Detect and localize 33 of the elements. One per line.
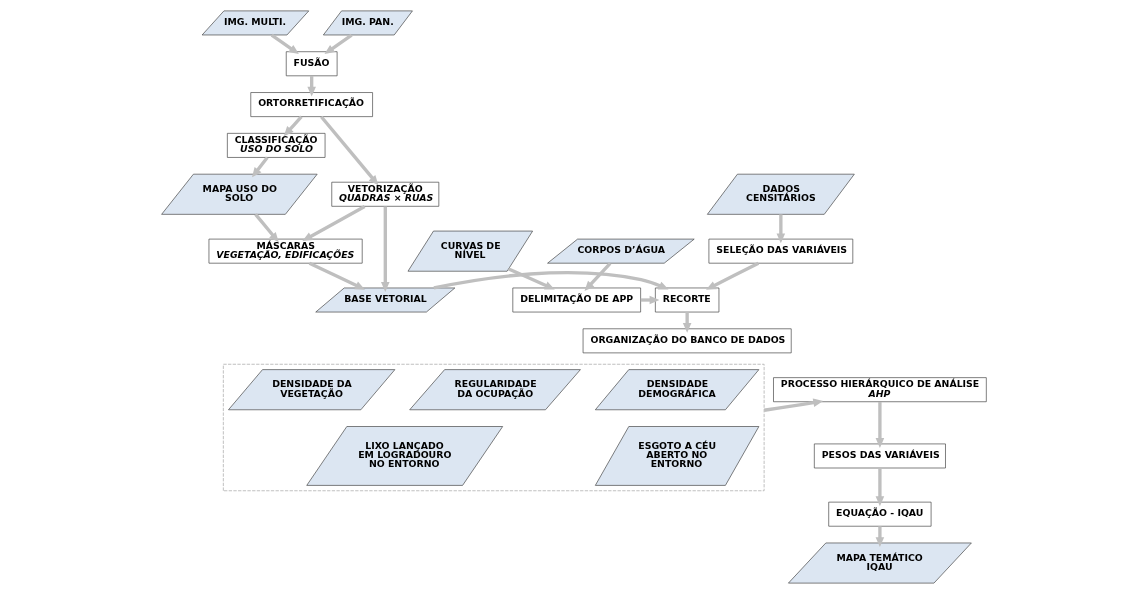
node-box: DELIMITAÇÃO DE APP: [512, 287, 641, 313]
arrow: [270, 33, 299, 55]
arrow: [302, 205, 366, 242]
node-box: RECORTE: [655, 287, 720, 313]
node-box: EQUAÇÃO - IQAU: [828, 501, 932, 527]
cluster: [223, 363, 765, 492]
arrow: [308, 261, 366, 290]
arrow: [682, 312, 692, 333]
arrow: [640, 295, 660, 305]
node-box: VETORIZAÇÃO QUADRAS × RUAS: [331, 181, 440, 207]
arrow: [508, 267, 555, 290]
node-box: PESOS DAS VARIÁVEIS: [814, 443, 946, 469]
node-box: CLASSIFICAÇÃO USO DO SOLO: [227, 133, 326, 158]
arrow: [252, 156, 269, 178]
arrow: [380, 206, 390, 292]
arrow: [706, 261, 760, 290]
arrow: [763, 398, 824, 412]
node-box: PROCESSO HIERÁRQUICO DE ANÁLISE AHP: [773, 377, 987, 403]
arrow: [776, 214, 786, 244]
node-box: ORGANIZAÇÃO DO BANCO DE DADOS: [582, 328, 792, 354]
arrow: [875, 468, 885, 507]
node-box: MÁSCARAS VEGETAÇÃO, EDIFICAÇÕES: [208, 238, 363, 264]
arrow: [254, 213, 279, 243]
arrow: [584, 262, 612, 291]
node-box: SELEÇÃO DAS VARIÁVEIS: [708, 238, 854, 264]
arrow: [433, 271, 669, 290]
arrow: [875, 526, 885, 547]
node-box: FUSÃO: [285, 51, 338, 77]
arrow: [875, 401, 885, 448]
arrow: [283, 115, 303, 137]
node-box: ORTORRETIFICAÇÃO: [250, 92, 373, 117]
arrow: [320, 115, 379, 186]
arrow: [324, 33, 353, 55]
